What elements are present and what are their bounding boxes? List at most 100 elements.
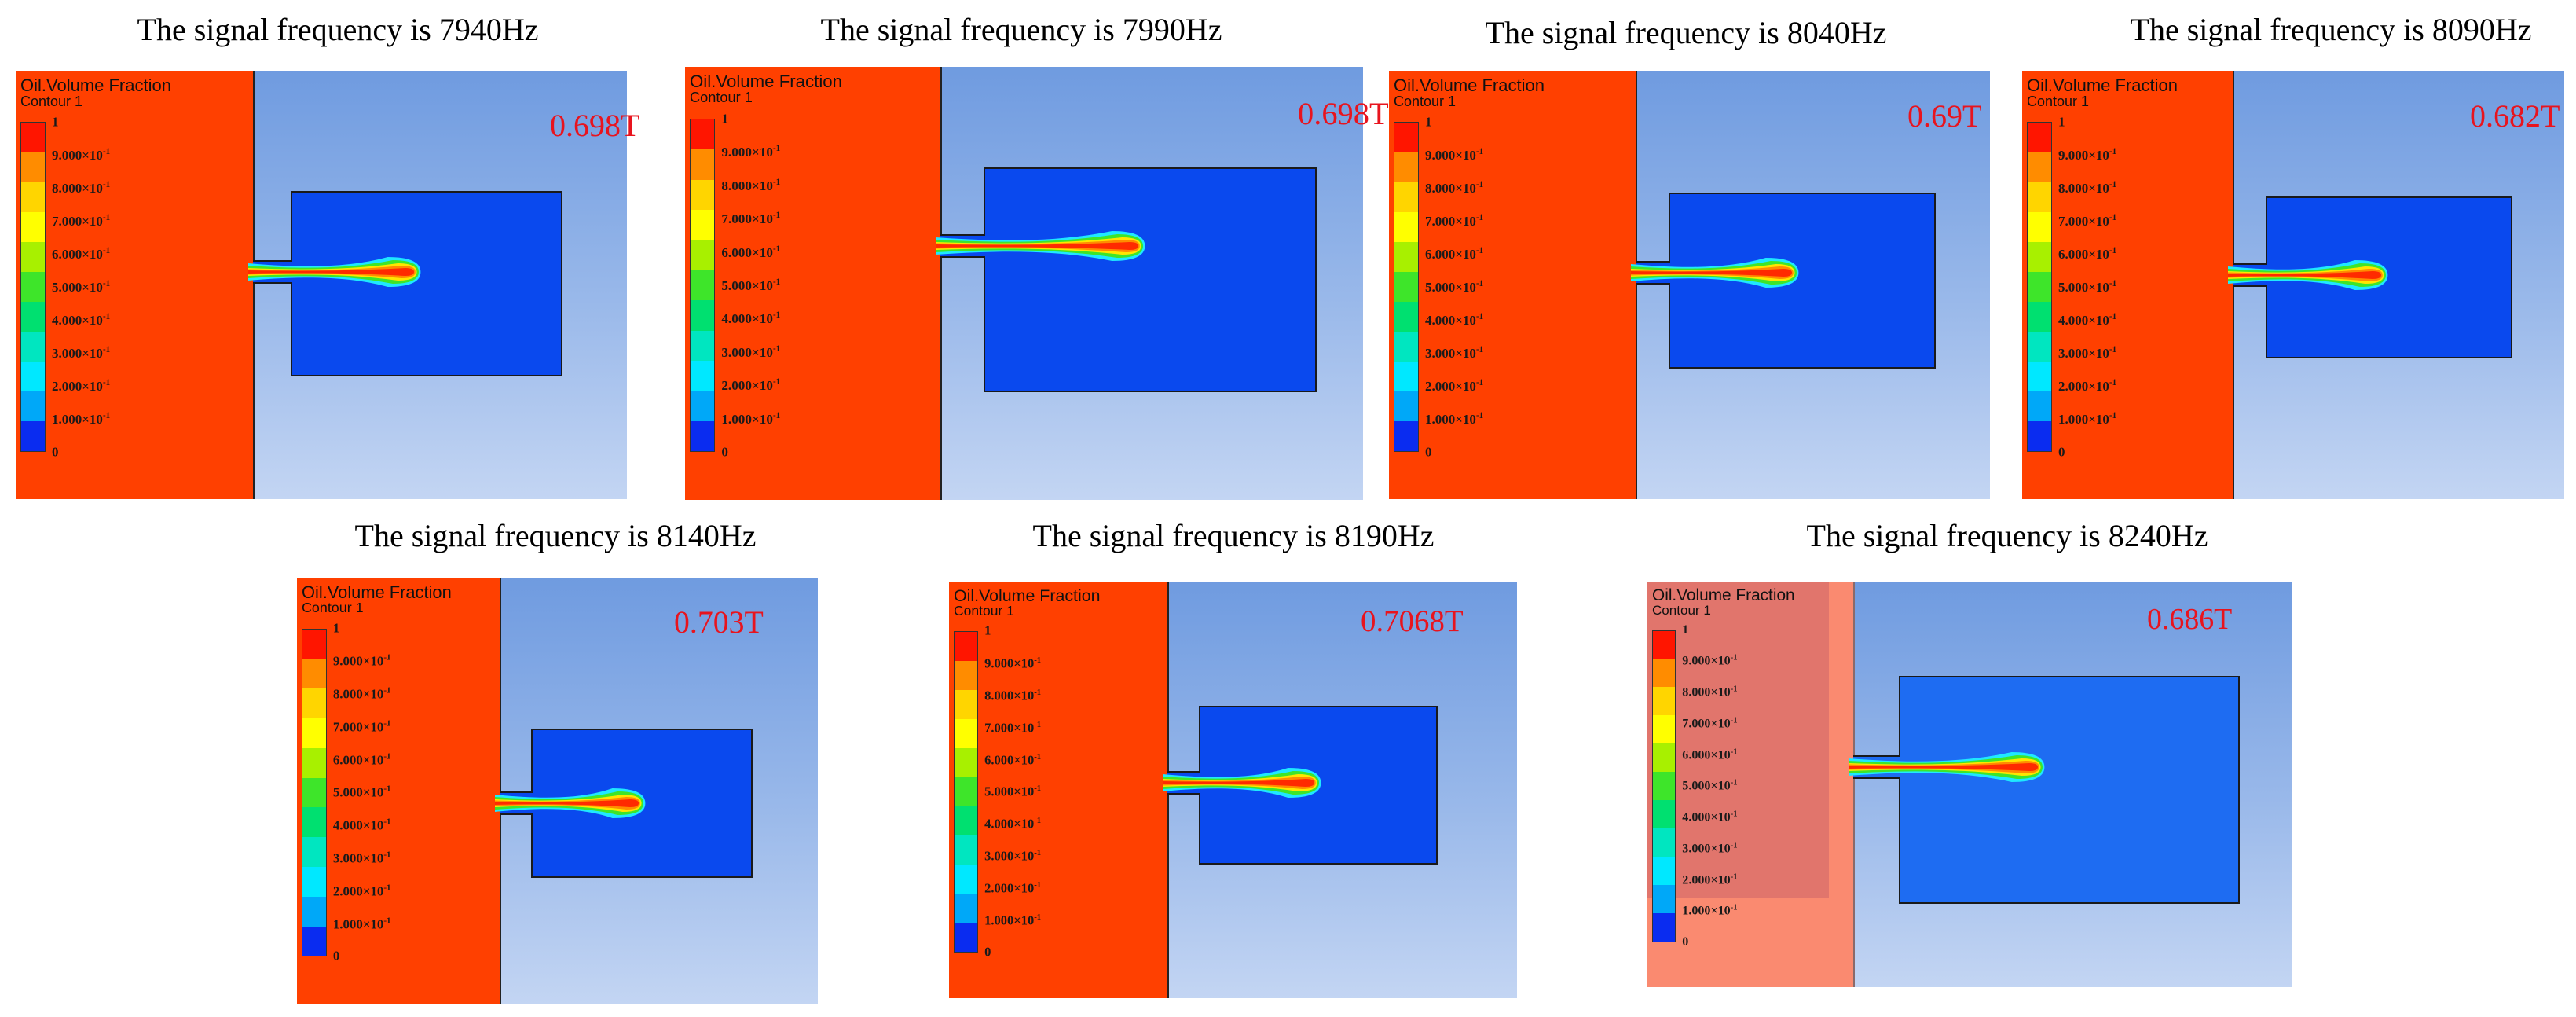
oil-jet: [495, 788, 646, 818]
legend-title: Oil.Volume Fraction: [1652, 586, 1795, 604]
legend-swatch: [302, 659, 326, 689]
legend-tick-mantissa: 4.000×10: [2058, 312, 2109, 328]
legend-tick-label: 5.000×10-1: [2058, 280, 2116, 294]
legend-swatch: [691, 270, 715, 301]
legend-tick-exponent: -1: [102, 279, 111, 289]
panel-caption: The signal frequency is 7990Hz: [820, 12, 1222, 47]
legend-tick-mantissa: 1: [721, 111, 728, 127]
legend-color-bar: [690, 118, 716, 453]
legend-tick-exponent: -1: [102, 180, 111, 190]
legend-tick-exponent: -1: [2109, 246, 2117, 256]
legend-tick-label: 3.000×10-1: [1682, 841, 1737, 855]
legend-tick-exponent: -1: [2109, 411, 2117, 421]
legend-swatch: [21, 362, 45, 391]
legend-swatch: [302, 777, 326, 808]
legend-tick-mantissa: 2.000×10: [52, 378, 103, 394]
legend-tick-mantissa: 1: [2058, 114, 2065, 130]
legend-tick-exponent: -1: [383, 850, 391, 860]
legend-tick-mantissa: 3.000×10: [52, 345, 103, 361]
legend-tick-mantissa: 7.000×10: [984, 720, 1035, 736]
legend-swatch: [1394, 272, 1418, 302]
legend-tick-mantissa: 4.000×10: [984, 816, 1035, 832]
legend-tick-mantissa: 6.000×10: [2058, 246, 2109, 262]
legend-tick-exponent: -1: [772, 244, 781, 254]
legend-tick-mantissa: 2.000×10: [1682, 873, 1731, 887]
legend-tick-exponent: -1: [383, 784, 391, 795]
panel-caption: The signal frequency is 8040Hz: [1485, 15, 1887, 50]
legend-swatch: [1394, 362, 1418, 391]
legend-tick-mantissa: 4.000×10: [332, 817, 384, 833]
legend-tick-label: 4.000×10-1: [721, 310, 781, 326]
legend-swatch: [2028, 212, 2051, 242]
legend-tick-label: 1.000×10-1: [52, 412, 110, 426]
legend-swatch: [2028, 123, 2051, 152]
legend-tick-label: 8.000×10-1: [1682, 685, 1737, 699]
legend-tick-label: 3.000×10-1: [2058, 346, 2116, 360]
legend-tick-label: 0: [984, 945, 991, 959]
time-value: 0.686T: [2147, 603, 2233, 636]
panel-caption: The signal frequency is 8240Hz: [1806, 518, 2208, 553]
legend-swatch: [1394, 242, 1418, 272]
legend-swatch: [21, 272, 45, 302]
time-value: 0.703T: [674, 605, 764, 640]
legend-tick-exponent: -1: [102, 213, 111, 223]
legend-tick-mantissa: 3.000×10: [1425, 345, 1476, 361]
legend-tick-label: 5.000×10-1: [1425, 280, 1483, 294]
legend-tick-label: 4.000×10-1: [332, 817, 391, 833]
legend-tick-label: 1.000×10-1: [333, 916, 391, 931]
legend-tick-mantissa: 5.000×10: [721, 277, 773, 293]
legend-swatch: [955, 922, 978, 952]
legend-tick-label: 7.000×10-1: [721, 211, 780, 226]
legend-tick-label: 2.000×10-1: [984, 881, 1041, 895]
legend-swatch: [955, 690, 978, 720]
legend-swatch: [691, 240, 715, 270]
legend-swatch: [955, 864, 978, 894]
oil-region: [1389, 71, 1637, 499]
legend-tick-mantissa: 0: [52, 444, 59, 460]
legend-tick-exponent: -1: [1034, 784, 1042, 794]
oil-jet: [2228, 260, 2388, 290]
legend-tick-label: 2.000×10-1: [1425, 379, 1483, 393]
legend-swatch: [1394, 212, 1418, 242]
legend-swatch: [691, 119, 715, 150]
legend-swatch: [302, 718, 326, 748]
legend-tick-label: 9.000×10-1: [52, 148, 110, 162]
legend-tick-mantissa: 5.000×10: [1682, 779, 1731, 793]
legend-tick-exponent: -1: [102, 345, 111, 355]
legend-tick-exponent: -1: [1034, 816, 1042, 826]
legend-tick-label: 2.000×10-1: [2058, 379, 2116, 393]
time-value: 0.682T: [2470, 98, 2560, 134]
legend-swatch: [691, 209, 715, 240]
legend-tick-label: 9.000×10-1: [1682, 654, 1737, 668]
legend-tick-mantissa: 1.000×10: [721, 411, 773, 427]
panel-caption: The signal frequency is 8090Hz: [2130, 12, 2532, 47]
legend-swatch: [691, 149, 715, 180]
legend-swatch: [691, 179, 715, 210]
legend-tick-exponent: -1: [1730, 716, 1738, 725]
legend-tick-label: 7.000×10-1: [333, 719, 391, 735]
legend-subtitle: Contour 1: [2027, 94, 2090, 109]
legend-tick-exponent: -1: [1034, 848, 1042, 858]
legend-tick-label: 1: [1425, 116, 1432, 129]
legend-tick-exponent: -1: [772, 343, 781, 354]
legend-swatch: [1653, 800, 1676, 829]
legend-tick-label: 0: [1682, 936, 1688, 949]
legend-tick-label: 9.000×10-1: [333, 654, 391, 669]
legend-color-bar: [302, 628, 327, 957]
legend-tick-mantissa: 8.000×10: [721, 178, 773, 193]
oil-region: [16, 71, 255, 499]
legend-tick-label: 2.000×10-1: [721, 378, 780, 392]
legend-tick-mantissa: 1.000×10: [1425, 411, 1476, 427]
legend-tick-mantissa: 3.000×10: [721, 344, 773, 360]
legend-tick-label: 9.000×10-1: [2058, 148, 2116, 162]
legend-swatch: [1653, 743, 1676, 773]
legend-tick-label: 0: [333, 949, 339, 964]
legend-tick-mantissa: 1: [332, 620, 340, 636]
legend-tick-mantissa: 2.000×10: [332, 883, 384, 899]
legend-tick-exponent: -1: [772, 310, 781, 321]
legend-tick-label: 6.000×10-1: [1682, 747, 1737, 762]
legend-tick-exponent: -1: [1034, 912, 1042, 922]
legend-tick-exponent: -1: [102, 411, 111, 421]
legend-swatch: [1653, 715, 1676, 744]
legend-swatch: [1653, 772, 1676, 801]
